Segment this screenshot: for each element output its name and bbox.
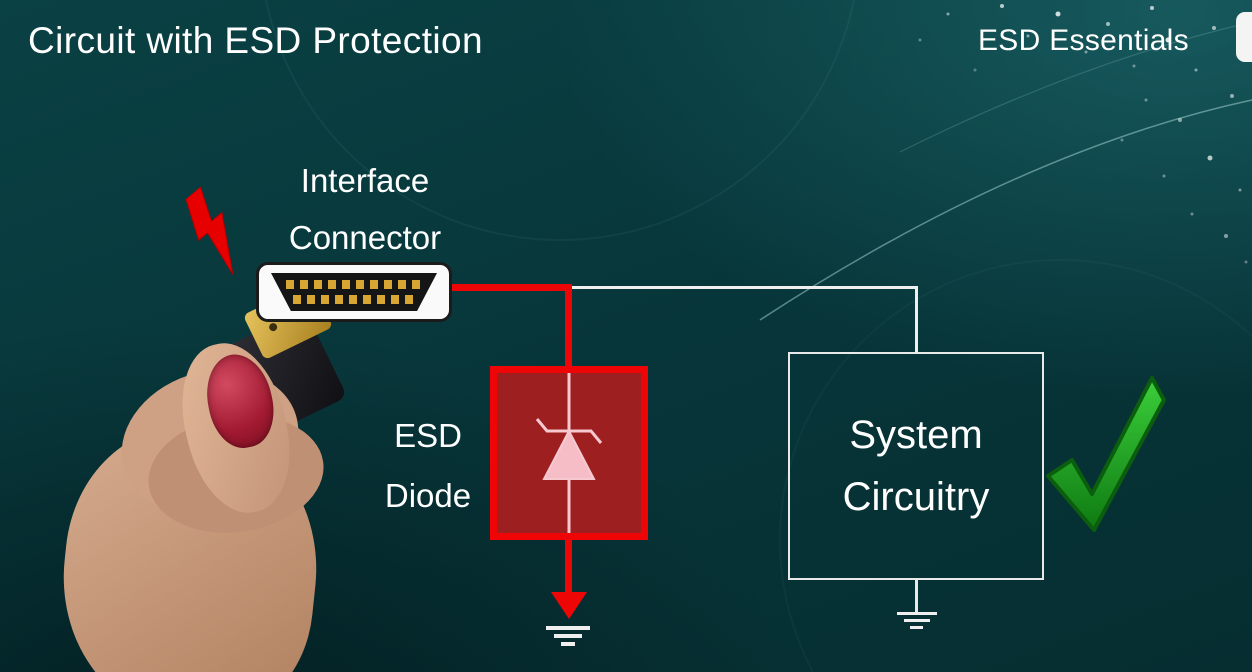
hdmi-connector-graphic	[256, 262, 452, 322]
system-ground-stem	[915, 580, 918, 612]
connector-label-line1: Interface	[300, 162, 430, 199]
wire-red-vertical	[565, 284, 572, 372]
diode-label-line1: ESD	[394, 417, 462, 454]
brand-logo-icon	[1236, 12, 1252, 62]
ground-symbol-system-line3	[910, 626, 923, 629]
zener-diode-symbol-icon	[535, 373, 603, 533]
diode-label-line2: Diode	[384, 477, 472, 514]
connector-pins-row-bottom	[293, 295, 419, 304]
brand-text: ESD Essentials	[978, 24, 1189, 57]
checkmark-icon	[1046, 376, 1166, 532]
ground-symbol-system-line2	[904, 619, 930, 622]
system-label-line2: Circuitry	[842, 475, 990, 519]
ground-symbol-diode-line3	[561, 642, 575, 646]
connector-label-line2: Connector	[288, 219, 442, 256]
esd-diode-label: ESD Diode	[372, 406, 484, 526]
esd-diode-box	[490, 366, 648, 540]
system-label-line1: System	[849, 413, 983, 457]
ground-symbol-system	[897, 612, 937, 615]
ground-symbol-diode-line2	[554, 634, 582, 638]
wire-white-horizontal	[572, 286, 918, 289]
system-circuitry-box: System Circuitry	[788, 352, 1044, 580]
page-title: Circuit with ESD Protection	[28, 20, 483, 61]
lightning-bolt-icon	[185, 185, 234, 275]
wire-red-horizontal	[448, 284, 572, 291]
plug-screw-hole	[267, 321, 279, 333]
to-ground-arrow-shaft	[565, 536, 572, 594]
hdmi-connector-inner	[271, 273, 437, 311]
connector-pins-row-top	[286, 280, 426, 289]
interface-connector-label: Interface Connector	[240, 152, 490, 266]
to-ground-arrow-head	[551, 592, 587, 619]
ground-symbol-diode	[546, 626, 590, 630]
wire-white-vertical	[915, 286, 918, 354]
